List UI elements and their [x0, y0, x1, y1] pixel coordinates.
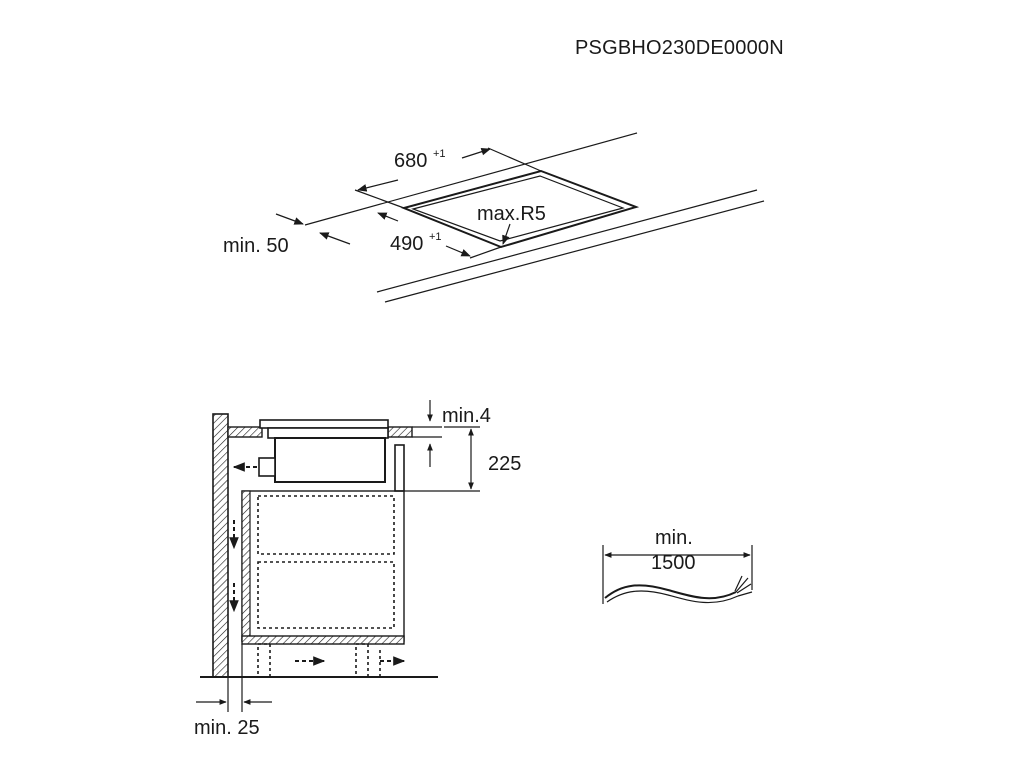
front-margin-label: min. 50: [223, 235, 289, 257]
plinth-left-foot: [257, 643, 271, 678]
cabinet-side: [241, 490, 405, 642]
cutout-outer: [400, 169, 640, 249]
model-code: PSGBHO230DE0000N: [575, 37, 784, 59]
height-label: 225: [488, 453, 521, 475]
cutout-radius-label: max.R5: [477, 203, 546, 225]
hob-outlet: [258, 457, 276, 477]
plinth-right-foot: [355, 643, 369, 678]
dim-490-ext: [469, 246, 502, 259]
dim-680-arrow-left: [357, 179, 399, 192]
worktop-front-edge-top: [376, 189, 758, 293]
dim-490-arrow-up: [377, 212, 399, 222]
cutout-inner: [410, 175, 625, 242]
worktop-section-right: [387, 426, 413, 438]
cabinet-section-view: min.4 225 min. 25: [194, 400, 521, 739]
cabinet-front-panel: [394, 444, 405, 492]
cable-view: min. 1500: [602, 527, 753, 604]
cable-length-label-2: 1500: [651, 552, 696, 574]
cutout-width-label: 680: [394, 150, 427, 172]
radius-leader: [502, 223, 511, 245]
cabinet-back-strip: [241, 490, 251, 642]
min50-arrow-b: [319, 232, 351, 245]
worktop-cutout-view: 680 +1 490 +1 max.R5 min. 50: [223, 132, 765, 303]
gap-label: min.4: [442, 405, 491, 427]
worktop-section-left: [227, 426, 263, 438]
dim-490-arrow-down: [445, 245, 471, 257]
wall-gap-label: min. 25: [194, 717, 260, 739]
worktop-back-edge: [304, 132, 638, 226]
hob-box: [274, 437, 386, 483]
cabinet-base: [241, 635, 405, 645]
drawer-upper: [257, 495, 395, 555]
hob-glass: [259, 419, 389, 429]
cutout-depth-tolerance: +1: [429, 231, 442, 243]
worktop-front-edge-bottom: [384, 200, 765, 303]
cutout-depth-label: 490: [390, 233, 423, 255]
dim-680-ext-left: [354, 189, 405, 209]
cable-line: [604, 584, 737, 600]
cable-length-label-1: min.: [655, 527, 693, 549]
cutout-width-tolerance: +1: [433, 148, 446, 160]
drawer-lower: [257, 561, 395, 629]
dim-680-arrow-right: [461, 147, 491, 159]
hob-body: [267, 427, 389, 439]
wall: [212, 413, 229, 678]
cable-wires: [734, 575, 753, 597]
min50-arrow-a: [275, 213, 304, 225]
dim-680-ext-right: [487, 147, 542, 172]
cable-line-lower: [606, 590, 739, 604]
